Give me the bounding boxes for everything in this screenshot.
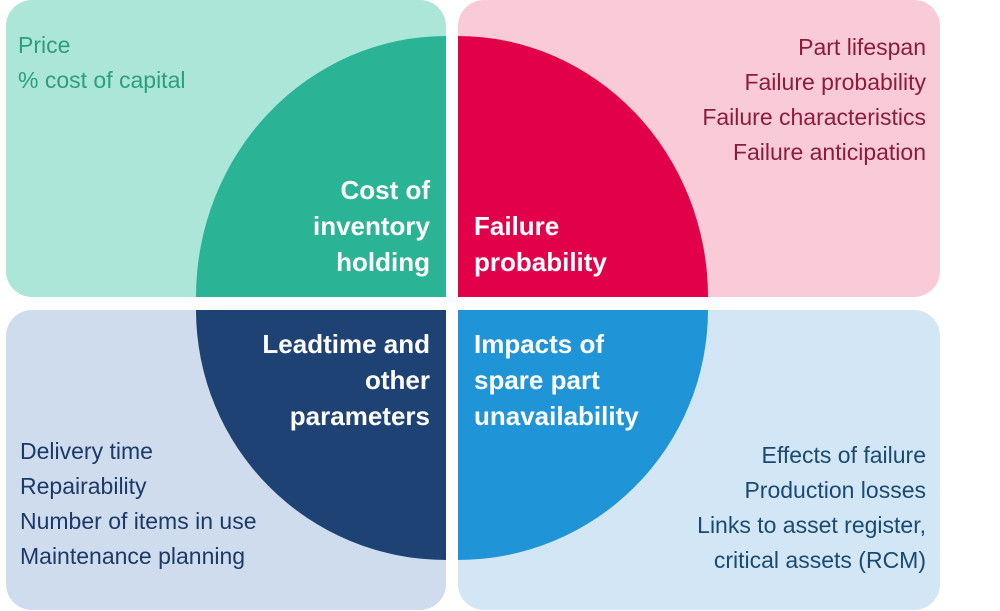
- leadtime-items: Delivery time Repairability Number of it…: [20, 434, 256, 574]
- impacts-items: Effects of failure Production losses Lin…: [697, 438, 926, 578]
- list-item: % cost of capital: [18, 67, 186, 93]
- leadtime-wedge: [196, 310, 446, 560]
- list-item: Effects of failure: [761, 442, 927, 468]
- impacts-title: Impacts of spare part unavailability: [474, 326, 639, 434]
- list-item: Delivery time: [20, 438, 153, 464]
- title-line: Failure: [474, 211, 560, 241]
- failure-items: Part lifespan Failure probability Failur…: [702, 30, 926, 170]
- failure-title: Failure probability: [474, 208, 607, 280]
- title-line: Leadtime and: [262, 329, 430, 359]
- list-item: critical assets (RCM): [713, 547, 926, 573]
- title-line: unavailability: [474, 401, 639, 431]
- list-item: Number of items in use: [20, 508, 257, 534]
- title-line: holding: [336, 247, 430, 277]
- cost-title: Cost of inventory holding: [313, 172, 430, 280]
- title-line: spare part: [474, 365, 600, 395]
- title-line: Cost of: [340, 175, 430, 205]
- list-item: Failure characteristics: [702, 104, 926, 130]
- list-item: Price: [18, 32, 71, 58]
- list-item: Production losses: [744, 477, 926, 503]
- leadtime-title: Leadtime and other parameters: [262, 326, 430, 434]
- title-line: other: [365, 365, 430, 395]
- title-line: probability: [474, 247, 607, 277]
- cost-items: Price % cost of capital: [18, 28, 185, 98]
- title-line: inventory: [312, 211, 430, 241]
- failure-wedge: [458, 36, 708, 297]
- list-item: Links to asset register,: [697, 512, 926, 538]
- cost-wedge: [196, 36, 446, 297]
- title-line: Impacts of: [474, 329, 605, 359]
- title-line: parameters: [289, 401, 430, 431]
- list-item: Failure anticipation: [732, 139, 926, 165]
- impacts-wedge: [458, 310, 708, 560]
- list-item: Failure probability: [744, 69, 926, 95]
- list-item: Part lifespan: [798, 34, 926, 60]
- list-item: Maintenance planning: [20, 543, 246, 569]
- list-item: Repairability: [20, 473, 147, 499]
